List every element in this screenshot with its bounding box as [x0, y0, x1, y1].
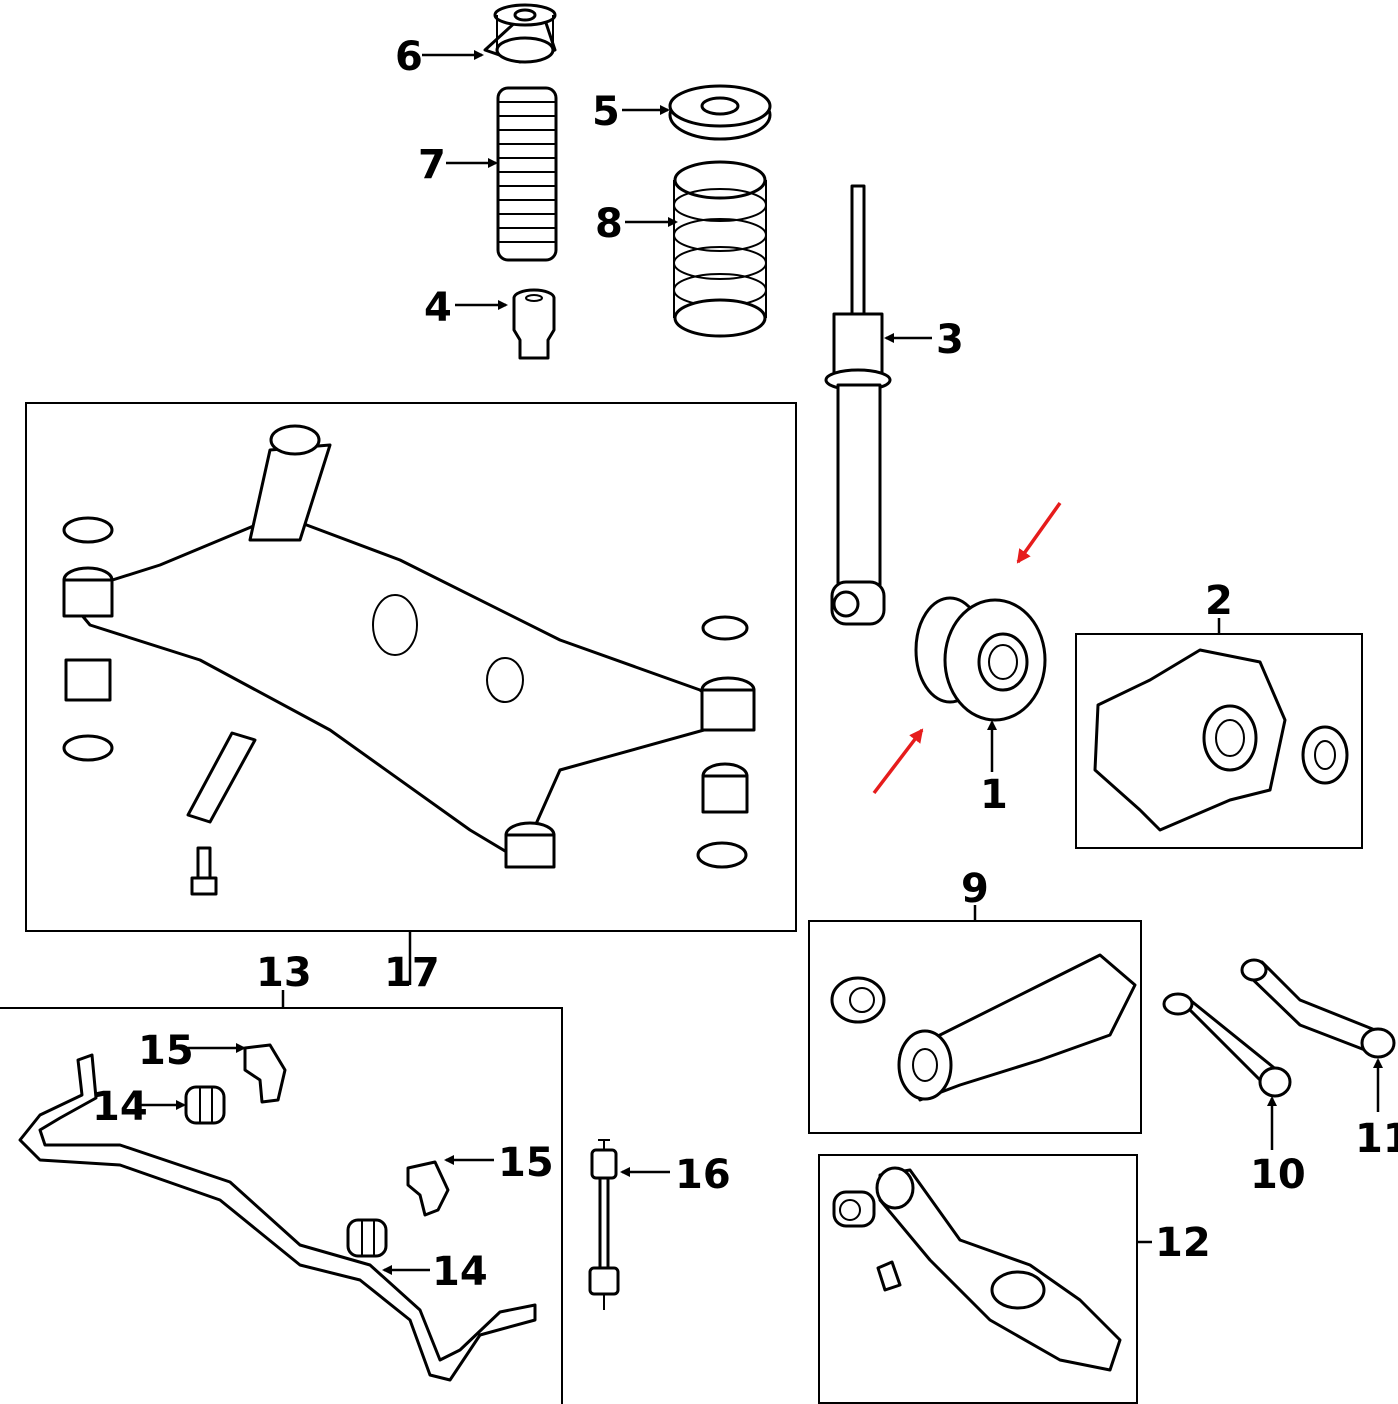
callout-7: 7 [418, 142, 446, 188]
callout-16: 16 [675, 1152, 731, 1198]
callout-1: 1 [980, 772, 1008, 818]
shock-absorber-icon [824, 184, 892, 626]
upper-link-icon [1240, 958, 1396, 1059]
strut-mount-icon [483, 3, 557, 64]
lower-arm-icon [832, 1166, 1122, 1372]
stabilizer-link-icon [588, 1139, 620, 1310]
callout-8: 8 [595, 201, 623, 247]
trailing-arm-icon [830, 953, 1137, 1102]
spring-seat-icon [668, 84, 772, 141]
bracket-icon [243, 1043, 287, 1104]
bracket-icon [406, 1160, 450, 1217]
callout-5: 5 [592, 89, 620, 135]
stabilizer-group-box [0, 1007, 563, 1404]
bump-stop-icon [512, 288, 556, 360]
coil-spring-icon [673, 160, 767, 338]
bushing-icon [184, 1085, 226, 1125]
callout-15b: 15 [498, 1140, 554, 1186]
hub-bearing-icon [914, 596, 1047, 722]
callout-14b: 14 [432, 1249, 488, 1295]
callout-6: 6 [395, 34, 423, 80]
callout-4: 4 [424, 285, 452, 331]
callout-9: 9 [961, 866, 989, 912]
callout-17: 17 [384, 950, 440, 996]
dust-boot-icon [496, 86, 558, 262]
bushing-icon [346, 1218, 388, 1258]
callout-14a: 14 [92, 1084, 148, 1130]
lateral-link-icon [1162, 992, 1292, 1098]
callout-13: 13 [256, 950, 312, 996]
highlight-arrow-bottom [872, 728, 924, 795]
subframe-icon [62, 424, 756, 896]
stabilizer-bar-icon [18, 1053, 537, 1382]
callout-2: 2 [1205, 578, 1233, 624]
highlight-arrow-top [1016, 501, 1062, 564]
knuckle-icon [1093, 648, 1349, 832]
callout-10: 10 [1250, 1152, 1306, 1198]
callout-11: 11 [1355, 1116, 1398, 1162]
callout-15a: 15 [138, 1028, 194, 1074]
callout-3: 3 [936, 317, 964, 363]
callout-12: 12 [1155, 1220, 1211, 1266]
lower-arm-group-box [818, 1154, 1138, 1404]
